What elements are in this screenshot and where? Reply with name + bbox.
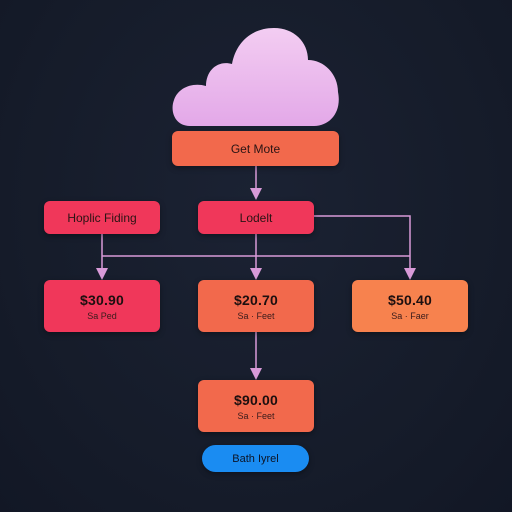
price-value: $50.40: [387, 291, 433, 308]
hoplic-fiding-label: Hoplic Fiding: [67, 210, 137, 225]
get-mote-node[interactable]: Get Mote: [172, 131, 339, 166]
lodelt-label: Lodelt: [239, 210, 273, 225]
lodelt-node[interactable]: Lodelt: [198, 201, 314, 234]
price-subtitle: Sa · Feet: [237, 310, 275, 321]
price-value: $90.00: [233, 391, 279, 408]
price-card-bottom[interactable]: $90.00 Sa · Feet: [198, 380, 314, 432]
price-card-left[interactable]: $30.90 Sa Ped: [44, 280, 160, 332]
price-card-right[interactable]: $50.40 Sa · Faer: [352, 280, 468, 332]
price-value: $20.70: [233, 291, 279, 308]
bath-iyrel-label: Bath Iyrel: [232, 452, 279, 465]
get-mote-label: Get Mote: [230, 141, 281, 156]
price-value: $30.90: [79, 291, 125, 308]
price-subtitle: Sa Ped: [87, 310, 117, 321]
price-subtitle: Sa · Feet: [237, 410, 275, 421]
connector-middle-to-right: [314, 215, 416, 280]
cloud-icon: [172, 28, 339, 126]
price-subtitle: Sa · Faer: [391, 310, 429, 321]
hoplic-fiding-node[interactable]: Hoplic Fiding: [44, 201, 160, 234]
bath-iyrel-button[interactable]: Bath Iyrel: [202, 445, 309, 472]
price-card-center[interactable]: $20.70 Sa · Feet: [198, 280, 314, 332]
